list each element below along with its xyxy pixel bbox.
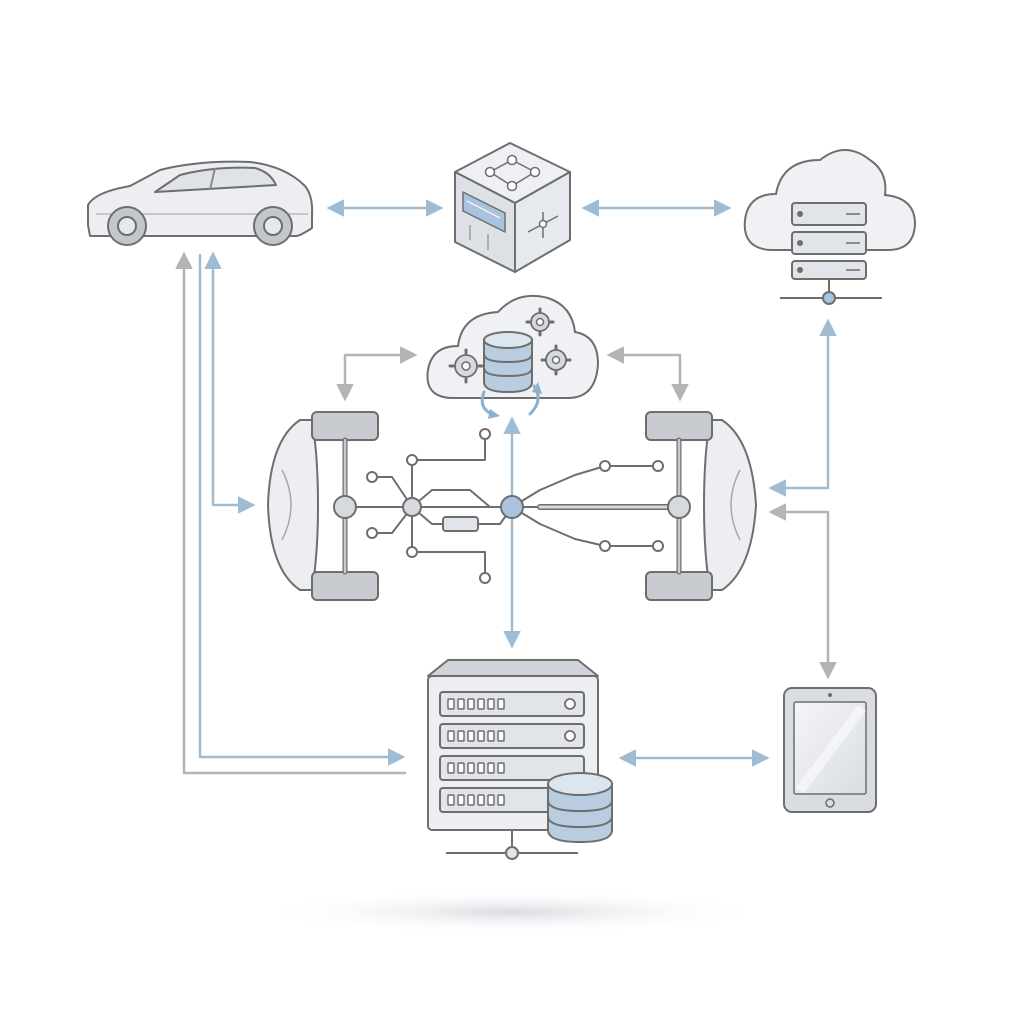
arrow-cloud-chassis-left bbox=[336, 346, 418, 402]
drive-slot bbox=[467, 730, 475, 742]
drive-slot bbox=[467, 698, 475, 710]
drive-slot bbox=[497, 730, 505, 742]
drive-slot bbox=[447, 762, 455, 774]
drive-slot bbox=[487, 762, 495, 774]
arrow-cloud-server-chassis bbox=[768, 318, 837, 497]
arrow-cloud-chassis-right bbox=[606, 346, 689, 402]
drive-slot bbox=[447, 794, 455, 806]
drive-slot bbox=[497, 794, 505, 806]
arrow-server-car bbox=[175, 251, 407, 775]
arrow-car-chassis bbox=[204, 251, 256, 514]
cloud-server-icon bbox=[743, 149, 917, 305]
tablet-icon bbox=[783, 687, 877, 813]
drive-slot bbox=[497, 762, 505, 774]
drive-slot bbox=[467, 794, 475, 806]
drive-slot bbox=[457, 794, 465, 806]
drive-slot bbox=[447, 698, 455, 710]
drive-slot bbox=[467, 762, 475, 774]
drive-slot bbox=[457, 762, 465, 774]
drive-slot bbox=[447, 730, 455, 742]
ground-shadow bbox=[252, 890, 772, 934]
drive-slot bbox=[487, 698, 495, 710]
arrow-car-server bbox=[198, 253, 406, 766]
drive-slot bbox=[457, 730, 465, 742]
drive-slot bbox=[487, 794, 495, 806]
car-icon bbox=[87, 160, 314, 246]
drive-slot bbox=[477, 698, 485, 710]
drive-slot bbox=[497, 698, 505, 710]
drive-slot bbox=[487, 730, 495, 742]
drive-slot bbox=[477, 762, 485, 774]
module-cube-icon bbox=[454, 142, 571, 273]
server-rack-database-icon bbox=[427, 659, 613, 860]
drive-slot bbox=[457, 698, 465, 710]
arrow-chassis-tablet bbox=[768, 503, 837, 680]
drive-slot bbox=[477, 730, 485, 742]
vehicle-chassis-network-icon bbox=[266, 411, 758, 601]
drive-slot bbox=[477, 794, 485, 806]
cloud-database-gears-icon bbox=[426, 294, 600, 419]
